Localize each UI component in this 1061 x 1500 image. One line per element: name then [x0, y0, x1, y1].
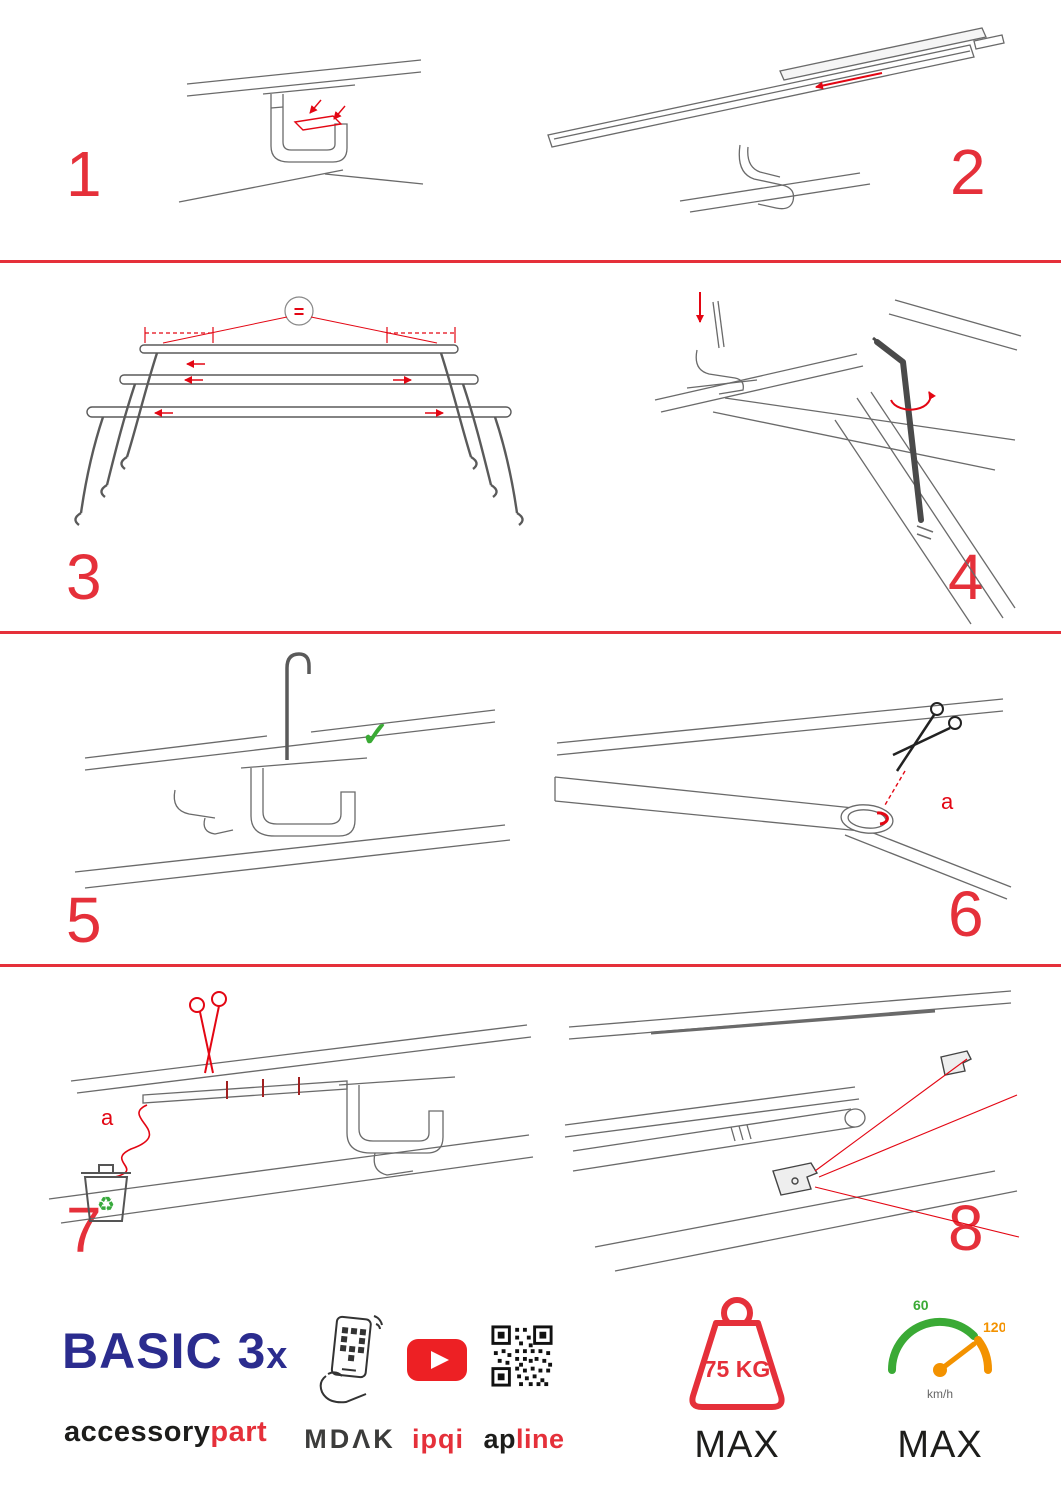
label-a: a [101, 1105, 114, 1130]
step4-illustration [654, 292, 1022, 625]
step7-illustration: a ♻ [48, 991, 534, 1224]
roof-rail-lines [556, 698, 1012, 900]
allen-key [872, 336, 934, 540]
strap-hook-drawing [285, 652, 311, 760]
t-adapter-piece [772, 1162, 819, 1196]
support-legs [74, 352, 524, 526]
strip-end-highlight [876, 811, 889, 826]
apline-black: ap [483, 1424, 516, 1454]
product-name: BASIC 3 [62, 1323, 267, 1379]
discard-squiggle [114, 1104, 151, 1178]
step-number-7: 7 [66, 1194, 102, 1266]
weight-badge: 75 KG [689, 1297, 785, 1410]
door-frame-lines [178, 59, 424, 203]
step-number-3: 3 [66, 541, 102, 613]
step1-illustration [178, 59, 424, 203]
slide-direction-arrow [815, 72, 883, 90]
recycle-icon: ♻ [97, 1194, 115, 1216]
brand-name: accessorypart [64, 1416, 267, 1449]
speed-unit-label: km/h [927, 1387, 953, 1401]
step5-illustration: ✓ [74, 652, 511, 889]
phone-qr-icon [319, 1315, 383, 1404]
t-adapter-piece-2 [940, 1050, 972, 1076]
step6-illustration: a [554, 698, 1012, 900]
foot-with-strap [654, 300, 1016, 471]
ipqi-logo-text: ipqi [412, 1424, 464, 1454]
crossbar-drawing [547, 27, 1005, 148]
gauge-needle [937, 1341, 977, 1373]
foot-clamp-drawing [679, 144, 871, 213]
roof-overview-lines [564, 990, 1018, 1272]
roof-lines [74, 709, 511, 889]
step3-illustration: = [74, 296, 524, 526]
speed-max-label: MAX [897, 1424, 983, 1466]
red-scissors-icon [189, 991, 227, 1074]
weight-value: 75 KG [704, 1356, 770, 1382]
measurement-brackets [144, 327, 456, 343]
speed-low-label: 60 [913, 1297, 929, 1313]
separator [0, 260, 1061, 263]
separator [0, 631, 1061, 634]
step-number-6: 6 [948, 878, 984, 950]
brand-name-red: part [210, 1416, 268, 1448]
mdak-logo-text: MDΛK [304, 1424, 396, 1454]
roof-lines [48, 1024, 534, 1224]
clamp-assembly-drawing [173, 757, 368, 837]
qr-code [491, 1325, 553, 1387]
step-number-5: 5 [66, 884, 102, 956]
speed-high-label: 120 [983, 1319, 1005, 1335]
step8-illustration [564, 990, 1020, 1272]
step2-illustration [547, 27, 1005, 213]
equal-sign: = [294, 302, 305, 322]
front-bar-drawing [572, 1108, 866, 1172]
window-frame-lines [834, 299, 1022, 625]
scissors-icon [892, 702, 962, 772]
adjustment-arrows [154, 360, 444, 417]
apline-logo-text: apline [478, 1424, 570, 1455]
leader-lines [814, 1058, 1020, 1238]
trash-bin-icon [81, 1164, 131, 1222]
green-check-icon: ✓ [361, 716, 390, 754]
equal-spacing-callout: = [162, 296, 438, 344]
rotate-arrow [890, 391, 936, 411]
step-number-8: 8 [948, 1192, 984, 1264]
product-name-suffix: x [266, 1335, 288, 1377]
apline-red: line [516, 1424, 565, 1454]
label-a: a [941, 789, 954, 814]
separator [0, 964, 1061, 967]
youtube-icon [407, 1339, 467, 1381]
three-crossbars [86, 344, 512, 418]
bar-end-drawing [554, 776, 894, 834]
clamp-drawing [338, 1076, 456, 1176]
cut-line [884, 770, 906, 806]
step-number-2: 2 [950, 136, 986, 208]
weight-max-label: MAX [694, 1424, 780, 1466]
brand-name-black: accessory [64, 1416, 211, 1448]
cut-marks [226, 1077, 300, 1099]
strap-strip-drawing [142, 1080, 348, 1104]
step-number-1: 1 [66, 138, 102, 210]
product-logo: BASIC 3x [62, 1322, 287, 1380]
rubber-pad-insert [293, 99, 346, 131]
speedometer-gauge: 60 120 km/h [887, 1297, 1005, 1401]
